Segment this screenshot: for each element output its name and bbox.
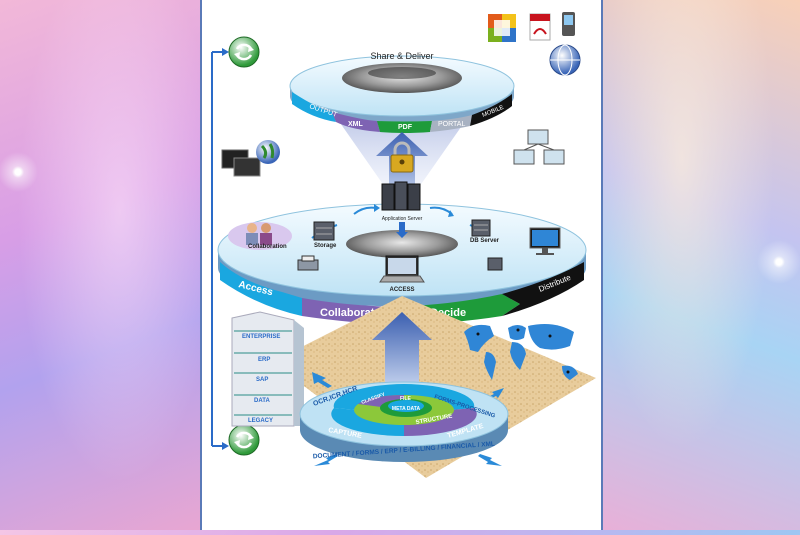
network-computers-icon bbox=[513, 129, 565, 165]
top-segment-pdf: PDF bbox=[398, 124, 413, 131]
bottom-file: FILE bbox=[400, 396, 411, 402]
small-server-icon bbox=[487, 257, 503, 271]
down-arrow-icon bbox=[396, 222, 408, 238]
stack-legacy: LEGACY bbox=[248, 418, 273, 424]
monitor-globe-icon bbox=[221, 140, 280, 177]
stack-icon bbox=[231, 311, 304, 427]
pdf-icon bbox=[529, 13, 551, 41]
db-server-icon bbox=[471, 219, 491, 237]
laptop-icon bbox=[379, 255, 425, 283]
refresh-icon bbox=[228, 424, 260, 456]
desktop-monitor-icon bbox=[529, 227, 561, 255]
server-icon bbox=[381, 181, 421, 211]
diagram-panel: Share & Deliver OUTPUT XML PDF PORTAL MO… bbox=[200, 0, 603, 530]
collaboration-label: Collaboration bbox=[248, 244, 287, 250]
top-segment-portal: PORTAL bbox=[438, 121, 465, 128]
bottom-ring bbox=[299, 381, 509, 462]
lock-icon bbox=[390, 141, 414, 173]
storage-icon bbox=[313, 221, 335, 241]
storage-label: Storage bbox=[314, 243, 337, 249]
bottom-meta-data: META DATA bbox=[392, 406, 421, 412]
left-flow-line bbox=[211, 48, 229, 450]
top-segment-xml: XML bbox=[348, 121, 364, 128]
office-icon bbox=[488, 14, 516, 42]
background-left bbox=[0, 0, 200, 530]
application-server-label: Application Server bbox=[382, 216, 423, 222]
access-label: ACCESS bbox=[389, 287, 414, 293]
diagram-svg: Share & Deliver OUTPUT XML PDF PORTAL MO… bbox=[211, 12, 596, 478]
stack-data: DATA bbox=[254, 398, 270, 404]
stack-erp: ERP bbox=[258, 357, 270, 363]
top-ring: Share & Deliver OUTPUT XML PDF PORTAL MO… bbox=[289, 51, 515, 133]
printer-icon bbox=[297, 255, 319, 271]
background-right bbox=[603, 0, 800, 530]
top-ring-title: Share & Deliver bbox=[370, 51, 433, 61]
db-server-label: DB Server bbox=[470, 238, 500, 244]
stack-enterprise: ENTERPRISE bbox=[242, 334, 280, 340]
globe-icon bbox=[549, 44, 581, 76]
upward-arrow bbox=[372, 312, 432, 390]
world-map-icon bbox=[464, 324, 578, 380]
collaboration-icon bbox=[228, 222, 292, 250]
mobile-phone-icon bbox=[562, 12, 575, 36]
refresh-icon bbox=[228, 36, 260, 68]
stack-sap: SAP bbox=[256, 377, 268, 383]
